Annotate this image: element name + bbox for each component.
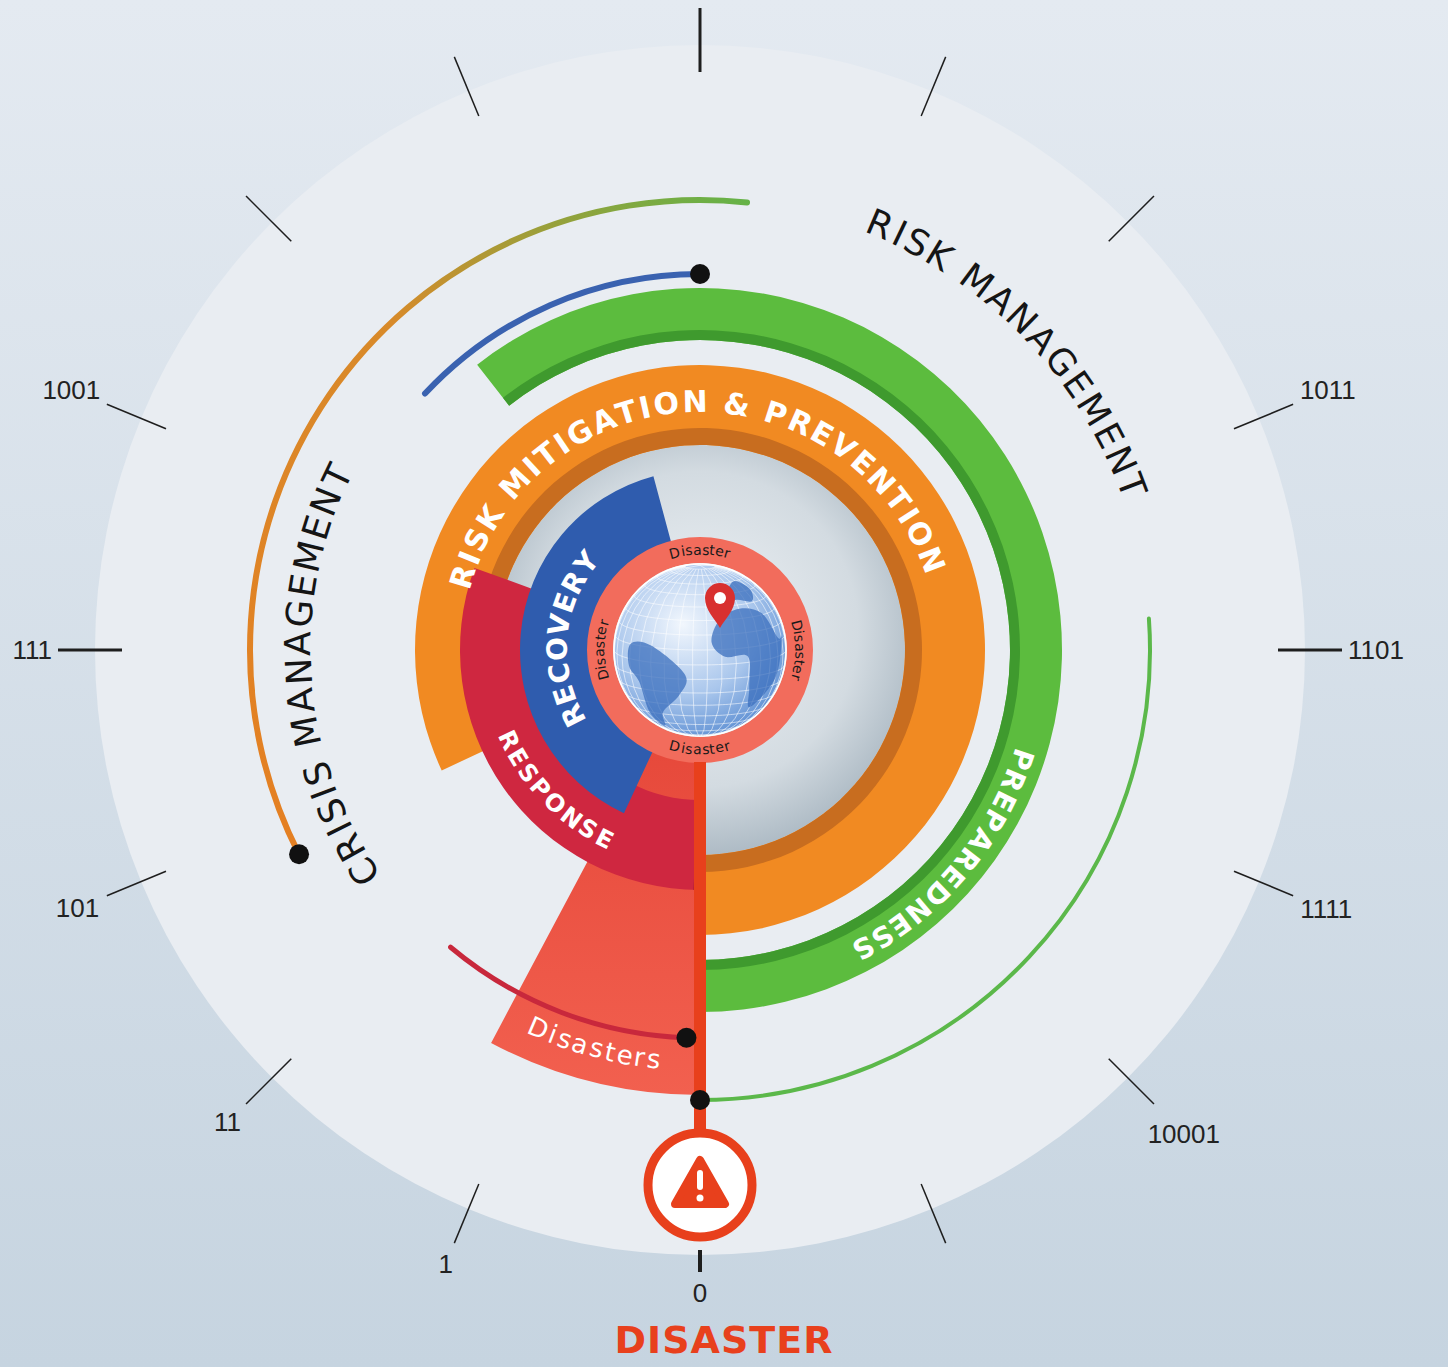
glyph: s [591,640,608,649]
tick-label: 1001 [42,375,100,405]
glyph [708,384,724,421]
tick-label: 111 [12,635,52,665]
glyph: A [276,629,319,657]
band-label: RESPONSE [490,722,621,856]
tick-label: 101 [56,893,99,923]
tick-label: 1101 [1348,635,1404,665]
band-segment [503,330,1020,970]
tick-label: 10001 [1148,1119,1220,1149]
band-label: Disaster [665,540,737,563]
globe-ring-shape [585,535,815,765]
glyph: a [591,648,608,658]
tick-mark [1234,404,1293,428]
crisis-arc [451,947,687,1038]
outer-dial [95,45,1305,1255]
graticule [614,564,786,736]
globe-ring: DisasterDisasterDisasterDisaster [585,535,815,765]
tick-mark [921,1184,945,1243]
tick-mark [107,871,166,895]
disaster-needle [694,762,706,1133]
glyph: a [692,741,702,758]
glyph: M [282,710,331,752]
glyph: & [719,385,753,425]
tick-label: 1111 [1300,894,1352,924]
tick-label: 1 [438,1249,452,1279]
band-segment [587,537,813,763]
tick-mark [1109,196,1154,241]
band-label: RISK MITIGATION & PREVENTION [441,379,954,599]
band-label: Disaster [787,615,810,687]
tick-label: 0 [693,1278,707,1308]
glyph: A [278,684,324,717]
tick-mark [921,57,945,116]
tick-mark [454,57,478,116]
tick-mark [1278,649,1342,652]
map-pin [705,583,735,628]
glyph: s [644,1043,663,1076]
tick-mark [699,8,702,72]
glyph: s [791,651,808,660]
band-label: PREPAREDNESS [842,738,1041,967]
glyph: N [680,384,709,421]
arc-end-dot [690,1090,710,1110]
glyph: s [684,542,694,560]
glyph: s [592,656,610,666]
tick-mark [1109,1059,1154,1104]
warning-bar [697,1170,703,1190]
glyph: O [650,385,683,425]
tick-mark [1234,871,1293,895]
glyph: s [701,541,710,558]
glyph: a [692,541,702,558]
arc-end-dot [690,264,710,284]
tick-mark [454,1184,478,1243]
section-label: RISK MANAGEMENT [855,199,1157,511]
warning-triangle [675,1160,725,1204]
tick-mark [698,1250,702,1272]
band-label: Disaster [665,737,737,760]
map-pin-hole [714,592,726,604]
glyph: s [701,741,710,758]
band-segment [477,288,1062,1012]
continent [628,642,687,726]
glyph: N [276,656,321,688]
tick-mark [246,1059,291,1104]
globe [614,564,786,736]
warning-ring [648,1133,752,1237]
glyph: O [541,636,575,662]
glyph: a [791,642,808,652]
arc-end-dot [676,1028,696,1048]
glyph: G [277,597,323,632]
tick-label: 11 [214,1107,241,1137]
warning-dot [697,1195,704,1202]
tick-mark [58,649,122,652]
glyph: s [684,740,694,758]
glyph: s [790,634,808,644]
tick-mark [246,196,291,241]
section-label: CRISIS MANAGEMENT [272,452,390,897]
band-label: Disasters [519,1010,671,1077]
title: DISASTER [0,1318,1448,1362]
tick-mark [107,404,166,428]
band-label: Disaster [590,614,613,686]
arc-end-dot [289,844,309,864]
tick-label: 1011 [1300,375,1356,405]
